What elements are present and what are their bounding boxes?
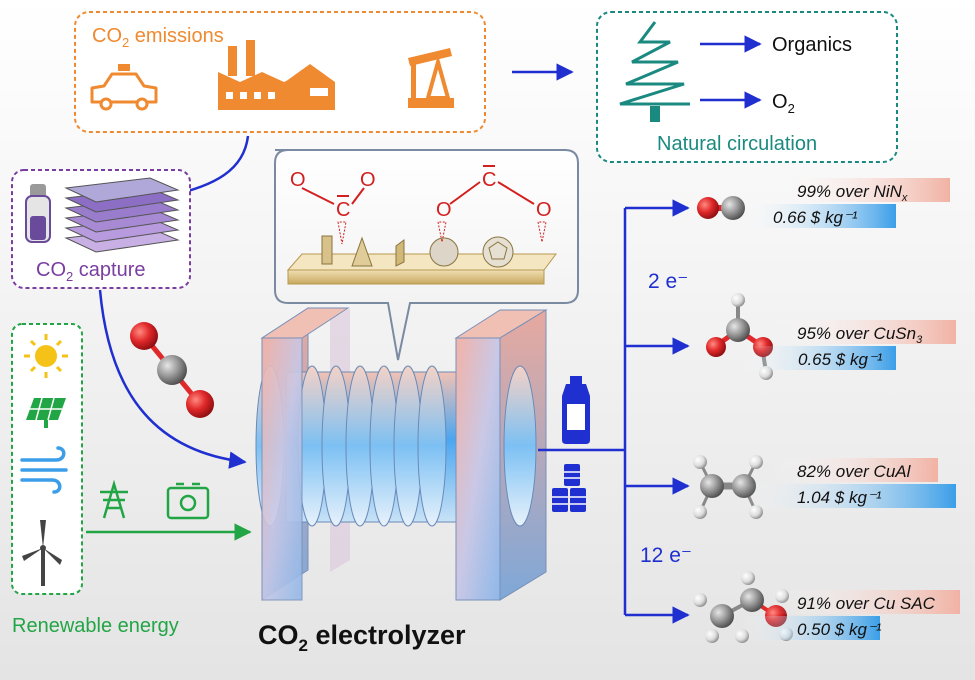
- capture-panel: CO2 capture: [11, 169, 191, 289]
- product-info-co: 99% over NiNx 0.66 $ kg⁻¹: [740, 178, 950, 228]
- svg-text:O: O: [360, 169, 376, 191]
- gas-cylinder-icon: [562, 376, 590, 444]
- co-price: 0.66 $ kg⁻¹: [773, 208, 858, 227]
- adsorbed-co2-right: O C O: [436, 165, 552, 243]
- svg-text:C: C: [482, 169, 496, 191]
- bottle-icon: [25, 184, 51, 243]
- organics-label: Organics: [772, 34, 852, 56]
- o2-label: O2: [772, 91, 795, 116]
- solar-panel-icon: [26, 397, 66, 428]
- product-info-ethanol: 91% over Cu SAC 0.50 $ kg⁻¹: [740, 590, 960, 640]
- catalyst-callout: O O C O C O: [274, 149, 579, 361]
- factory-icon: [218, 40, 335, 110]
- svg-text:C: C: [336, 199, 350, 221]
- adsorbed-co2-left: O O C: [290, 169, 376, 245]
- power-tower-icon: [100, 479, 128, 519]
- wind-icon: [20, 446, 68, 494]
- tree-icon: [619, 21, 690, 122]
- capture-label: CO2 capture: [36, 259, 146, 284]
- electrolyzer: CO2 electrolyzer: [255, 307, 548, 655]
- nature-label: Natural circulation: [657, 133, 817, 155]
- hcooh-price: 0.65 $ kg⁻¹: [798, 350, 883, 369]
- product-info-hcooh: 95% over CuSn3 0.65 $ kg⁻¹: [740, 320, 956, 370]
- svg-text:O: O: [290, 169, 306, 191]
- battery-icon: [166, 482, 210, 520]
- co-selectivity: 99% over NiNx: [797, 182, 908, 204]
- electrolyzer-label: CO2 electrolyzer: [258, 620, 466, 655]
- co2-molecule: [130, 322, 214, 418]
- twelve-electron-label: 12 e⁻: [640, 544, 692, 567]
- renewable-panel: Renewable energy: [11, 323, 179, 637]
- ethylene-selectivity: 82% over CuAl: [797, 462, 912, 481]
- sun-icon: [24, 334, 68, 378]
- wind-turbine-icon: [22, 520, 62, 586]
- product-info-ethylene: 82% over CuAl 1.04 $ kg⁻¹: [740, 458, 956, 508]
- two-electron-label: 2 e⁻: [648, 270, 688, 293]
- svg-text:O: O: [436, 199, 452, 221]
- emissions-label: CO2 emissions: [92, 25, 224, 50]
- renewable-label: Renewable energy: [12, 615, 179, 637]
- car-icon: [90, 64, 158, 111]
- nature-panel: Organics O2 Natural circulation: [596, 11, 898, 163]
- ethanol-price: 0.50 $ kg⁻¹: [797, 620, 882, 639]
- ethanol-selectivity: 91% over Cu SAC: [797, 594, 936, 613]
- co-molecule: [697, 196, 745, 220]
- emissions-panel: CO2 emissions: [74, 11, 486, 133]
- membrane-layers-icon: [64, 177, 180, 253]
- hcooh-selectivity: 95% over CuSn3: [797, 324, 923, 346]
- barrels-icon: [552, 464, 586, 512]
- oil-pump-icon: [408, 48, 454, 108]
- ethylene-price: 1.04 $ kg⁻¹: [797, 488, 882, 507]
- svg-text:O: O: [536, 199, 552, 221]
- capture-to-electrolyzer-arrow: [98, 289, 247, 469]
